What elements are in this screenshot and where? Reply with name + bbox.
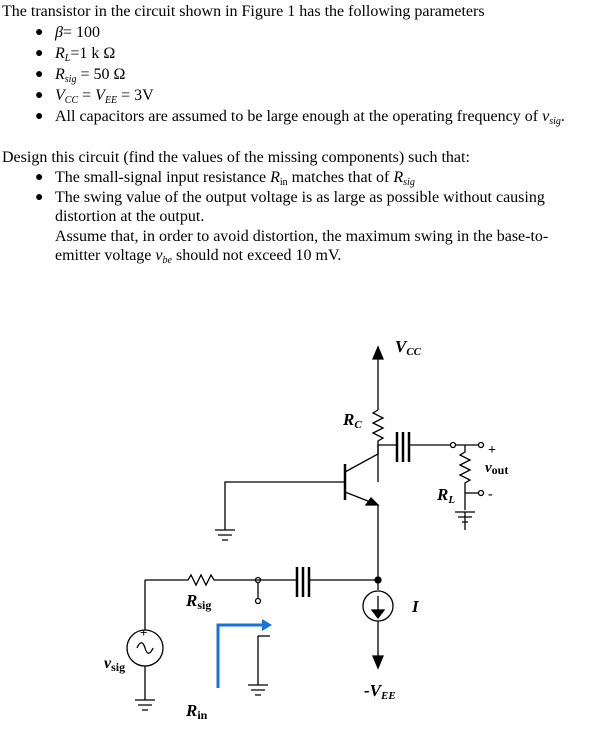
rsig-symbol: R bbox=[393, 169, 404, 186]
vout-label: vout bbox=[485, 460, 508, 477]
rsig-value: = 50 Ω bbox=[76, 66, 126, 83]
vsig-subscript: sig bbox=[549, 116, 561, 127]
req2-text: emitter voltage bbox=[55, 247, 156, 264]
beta-value: = 100 bbox=[62, 24, 100, 41]
equals-sign: = bbox=[78, 87, 96, 104]
rin-indicator bbox=[216, 619, 272, 688]
vcc-symbol: V bbox=[55, 87, 65, 104]
intro-text: The transistor in the circuit shown in F… bbox=[2, 3, 485, 20]
bullet-icon: ● bbox=[35, 67, 44, 82]
bullet-icon: ● bbox=[35, 88, 44, 103]
rin-symbol: R bbox=[270, 169, 280, 186]
requirement-swing-line1: The swing value of the output voltage is… bbox=[55, 189, 545, 206]
input-node-lower bbox=[254, 597, 262, 605]
bjt-emitter-arrow-icon bbox=[364, 496, 380, 506]
requirement-swing-line4: emitter voltage vbe should not exceed 10… bbox=[55, 246, 341, 270]
vout-minus-label: - bbox=[488, 487, 493, 502]
bullet-icon: ● bbox=[35, 46, 44, 61]
beta-symbol: β bbox=[55, 24, 63, 41]
param-rl: RL=1 k Ω bbox=[55, 44, 115, 68]
supply-value: = 3V bbox=[117, 87, 154, 104]
vout-plus-terminal bbox=[477, 441, 485, 449]
rl-subscript: L bbox=[64, 53, 71, 64]
param-capacitors: All capacitors are assumed to be large e… bbox=[55, 107, 565, 131]
rsig-resistor bbox=[145, 573, 258, 587]
current-label: I bbox=[411, 597, 420, 616]
vcc-label: VCC bbox=[395, 337, 422, 358]
current-arrow-icon bbox=[370, 609, 386, 620]
vcc-arrow-icon bbox=[372, 345, 384, 360]
bullet-icon: ● bbox=[35, 25, 44, 40]
rl-ground-icon bbox=[455, 511, 475, 530]
requirement-swing-line3: Assume that, in order to avoid distortio… bbox=[55, 228, 549, 245]
req2-end: should not exceed 10 mV. bbox=[171, 247, 342, 264]
rin-subscript: in bbox=[279, 177, 288, 188]
vsig-plus-label: + bbox=[140, 625, 147, 640]
rsig-label: Rsig bbox=[185, 591, 211, 612]
rl-symbol: R bbox=[55, 45, 65, 62]
vout-minus-terminal bbox=[477, 489, 485, 497]
req1-text: The small-signal input resistance bbox=[55, 169, 271, 186]
design-intro: Design this circuit (find the values of … bbox=[2, 149, 470, 166]
vbe-symbol: v bbox=[155, 247, 163, 264]
rl-resistor bbox=[458, 445, 472, 510]
requirement-input-resistance: The small-signal input resistance Rin ma… bbox=[55, 168, 415, 192]
vcc-subscript: CC bbox=[64, 95, 79, 106]
param-supply: VCC = VEE = 3V bbox=[55, 86, 154, 110]
output-node bbox=[449, 441, 457, 449]
rc-resistor bbox=[371, 409, 385, 482]
vout-plus-label: + bbox=[488, 443, 496, 458]
rin-label: Rin bbox=[185, 701, 208, 722]
bjt-emitter bbox=[344, 491, 379, 520]
output-capacitor bbox=[395, 432, 411, 462]
sine-icon bbox=[136, 642, 154, 654]
rsig-subscript: sig bbox=[403, 177, 415, 188]
vsig-symbol: v bbox=[542, 108, 550, 125]
period: . bbox=[560, 108, 565, 125]
rc-label: RC bbox=[342, 410, 362, 431]
vee-symbol: V bbox=[95, 87, 105, 104]
vee-arrow-icon bbox=[372, 655, 384, 670]
param-rsig: Rsig = 50 Ω bbox=[55, 65, 125, 89]
base-bias-wire bbox=[224, 481, 345, 530]
bullet-icon: ● bbox=[35, 109, 44, 124]
source-ground-icon bbox=[135, 699, 155, 711]
vbe-subscript: be bbox=[162, 255, 172, 266]
capacitor-note: All capacitors are assumed to be large e… bbox=[55, 108, 543, 125]
rsig-symbol: R bbox=[55, 66, 65, 83]
req1-mid: matches that of bbox=[287, 169, 394, 186]
requirement-swing-line2: distortion at the output. bbox=[55, 208, 205, 225]
rsig-subscript: sig bbox=[64, 74, 77, 85]
param-beta: β= 100 bbox=[55, 23, 100, 42]
rl-value: =1 k Ω bbox=[70, 45, 116, 62]
bullet-icon: ● bbox=[35, 190, 44, 205]
vee-subscript: EE bbox=[104, 95, 118, 106]
vee-label: -VEE bbox=[364, 681, 396, 702]
rin-ground-icon bbox=[248, 684, 268, 696]
rl-label: RL bbox=[436, 485, 455, 506]
base-ground-icon bbox=[215, 529, 235, 541]
vsig-label: vsig bbox=[104, 655, 125, 674]
bjt-collector bbox=[344, 445, 379, 473]
bullet-icon: ● bbox=[35, 170, 44, 185]
input-capacitor bbox=[295, 567, 311, 597]
